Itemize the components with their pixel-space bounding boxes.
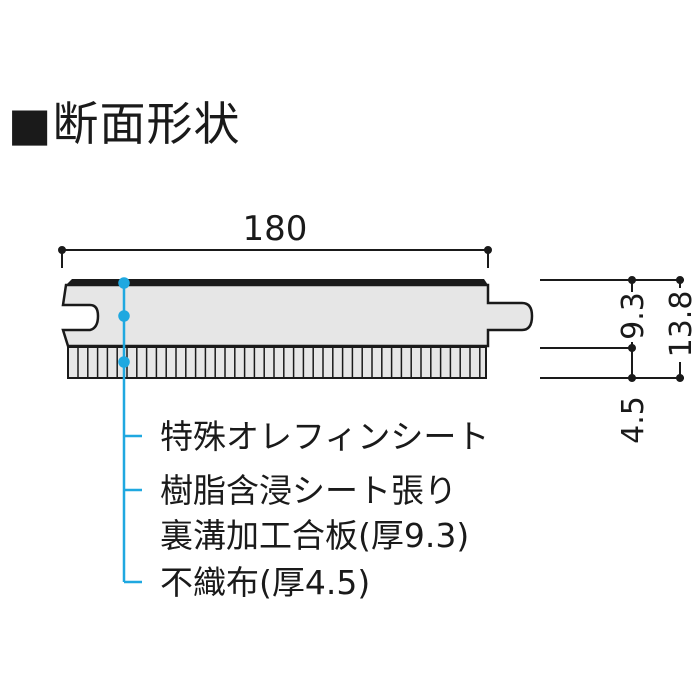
total-thickness-label: 13.8 — [664, 291, 699, 358]
thickness-dimensions — [540, 276, 684, 382]
section-title: ■断面形状 — [8, 97, 241, 151]
label-plywood: 裏溝加工合板(厚9.3) — [160, 516, 469, 555]
plywood-core — [61, 283, 534, 348]
width-label: 180 — [243, 209, 308, 249]
olefin-sheet-layer — [66, 279, 488, 285]
label-olefin-sheet: 特殊オレフィンシート — [160, 417, 489, 456]
label-nonwoven: 不織布(厚4.5) — [160, 563, 370, 602]
label-resin-sheet: 樹脂含浸シート張り — [160, 471, 457, 510]
top-thickness-label: 9.3 — [616, 292, 651, 340]
bottom-thickness-label: 4.5 — [616, 396, 651, 444]
width-dimension — [58, 246, 492, 268]
nonwoven-layer — [67, 346, 487, 379]
leader-lines — [118, 277, 142, 584]
